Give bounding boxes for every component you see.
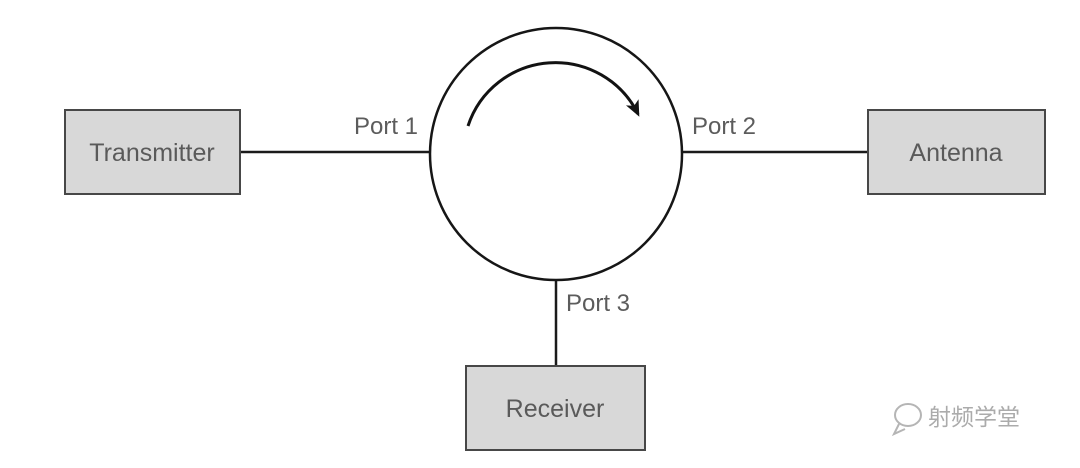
clockwise-arrow-icon: [466, 61, 640, 127]
port3-label: Port 3: [566, 290, 630, 317]
antenna-node: Antenna: [867, 109, 1046, 195]
watermark: 射频学堂: [891, 403, 1020, 437]
antenna-label: Antenna: [909, 139, 1002, 167]
watermark-text: 射频学堂: [928, 405, 1020, 431]
receiver-node: Receiver: [465, 365, 646, 451]
port2-label: Port 2: [692, 113, 756, 140]
transmitter-node: Transmitter: [64, 109, 241, 195]
antenna-box: [867, 109, 1046, 195]
circulator-body: [428, 26, 684, 282]
receiver-box: [465, 365, 646, 451]
receiver-label: Receiver: [506, 395, 605, 423]
speech-bubble-icon: [891, 403, 922, 437]
transmitter-label: Transmitter: [89, 139, 214, 167]
transmitter-box: [64, 109, 241, 195]
port1-label: Port 1: [354, 113, 418, 140]
